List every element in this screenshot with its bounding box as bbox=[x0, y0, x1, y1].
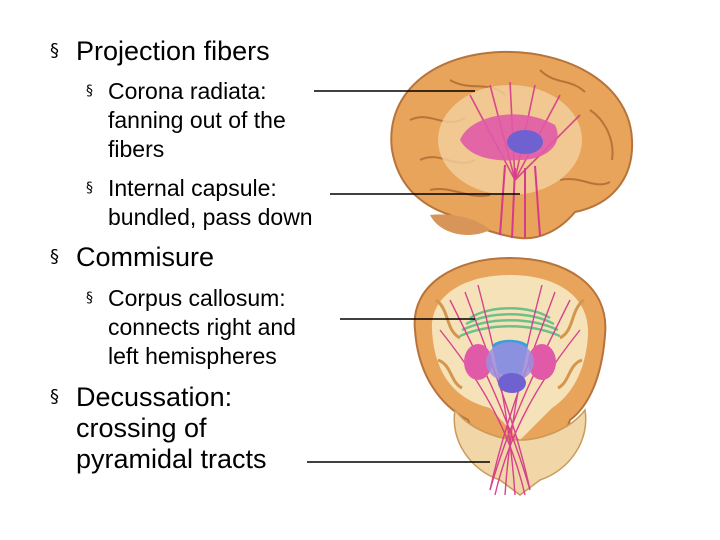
bullet-decussation: § Decussation: crossing of pyramidal tra… bbox=[50, 382, 267, 475]
corpus-callosum bbox=[459, 307, 561, 338]
bullet-text: Corpus callosum: connects right and left… bbox=[108, 285, 296, 369]
bullet-text: Decussation: crossing of pyramidal tract… bbox=[76, 382, 267, 474]
bullet-marker: § bbox=[86, 180, 93, 196]
coronal-brain-figure bbox=[413, 256, 607, 496]
bullet-text: Projection fibers bbox=[76, 36, 270, 66]
lateral-brain-figure bbox=[390, 50, 634, 240]
bullet-text: Commisure bbox=[76, 242, 215, 272]
bullet-marker: § bbox=[86, 290, 93, 306]
leader-lines bbox=[307, 90, 520, 463]
bullet-text: Corona radiata: fanning out of the fiber… bbox=[108, 78, 286, 162]
bullet-marker: § bbox=[50, 40, 59, 61]
bullet-marker: § bbox=[50, 246, 59, 267]
bullet-corpus-callosum: § Corpus callosum: connects right and le… bbox=[86, 284, 296, 371]
bullet-commisure: § Commisure bbox=[50, 242, 214, 273]
bullet-internal-capsule: § Internal capsule: bundled, pass down bbox=[86, 174, 313, 232]
bullet-projection-fibers: § Projection fibers bbox=[50, 36, 270, 67]
bullet-marker: § bbox=[86, 83, 93, 99]
bullet-corona-radiata: § Corona radiata: fanning out of the fib… bbox=[86, 77, 286, 164]
bullet-marker: § bbox=[50, 386, 59, 407]
bullet-text: Internal capsule: bundled, pass down bbox=[108, 175, 313, 230]
